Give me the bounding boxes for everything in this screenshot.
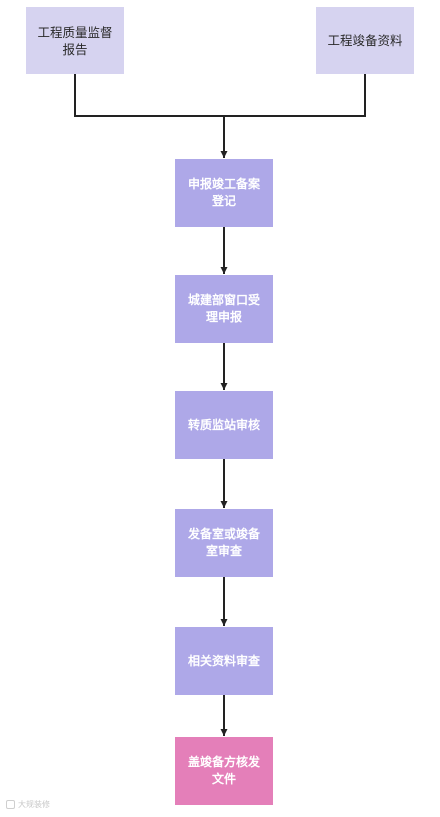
step-label: 申报竣工备案 登记 <box>188 176 260 210</box>
label-line: 申报竣工备案 <box>187 177 260 191</box>
label-line: 城建部窗口受 <box>187 293 260 307</box>
input-box-completion-records: 工程竣备资料 <box>316 7 414 74</box>
final-box-issue-documents: 盖竣备方核发 文件 <box>175 737 273 805</box>
step-label: 相关资料审查 <box>188 653 260 670</box>
input-box-label: 工程竣备资料 <box>327 32 402 49</box>
step-box-quality-station-review: 转质监站审核 <box>175 391 273 459</box>
input-box-inspection-report: 工程质量监督 报告 <box>26 7 124 74</box>
label-line: 盖竣备方核发 <box>187 755 260 769</box>
step-label: 发备室或竣备 室审查 <box>188 526 260 560</box>
watermark-text: 大规装修 <box>18 800 50 809</box>
step-label: 转质监站审核 <box>188 417 260 434</box>
step-box-filing-registration: 申报竣工备案 登记 <box>175 159 273 227</box>
label-line: 工程质量监督 <box>37 24 113 40</box>
label-line: 理申报 <box>205 310 242 324</box>
step-label: 城建部窗口受 理申报 <box>188 292 260 326</box>
label-line: 室审查 <box>205 544 242 558</box>
label-line: 登记 <box>211 194 236 208</box>
label-line: 文件 <box>211 772 236 786</box>
label-line: 报告 <box>62 41 88 57</box>
step-box-office-review: 发备室或竣备 室审查 <box>175 509 273 577</box>
step-box-document-review: 相关资料审查 <box>175 627 273 695</box>
input-box-label: 工程质量监督 报告 <box>37 24 112 58</box>
watermark: 大规装修 <box>6 799 50 810</box>
watermark-logo-icon <box>6 800 15 809</box>
step-box-window-acceptance: 城建部窗口受 理申报 <box>175 275 273 343</box>
label-line: 发备室或竣备 <box>187 527 260 541</box>
final-label: 盖竣备方核发 文件 <box>188 754 260 788</box>
label-line: 相关资料审查 <box>187 653 260 668</box>
label-line: 转质监站审核 <box>187 417 260 432</box>
label-line: 工程竣备资料 <box>327 33 403 48</box>
